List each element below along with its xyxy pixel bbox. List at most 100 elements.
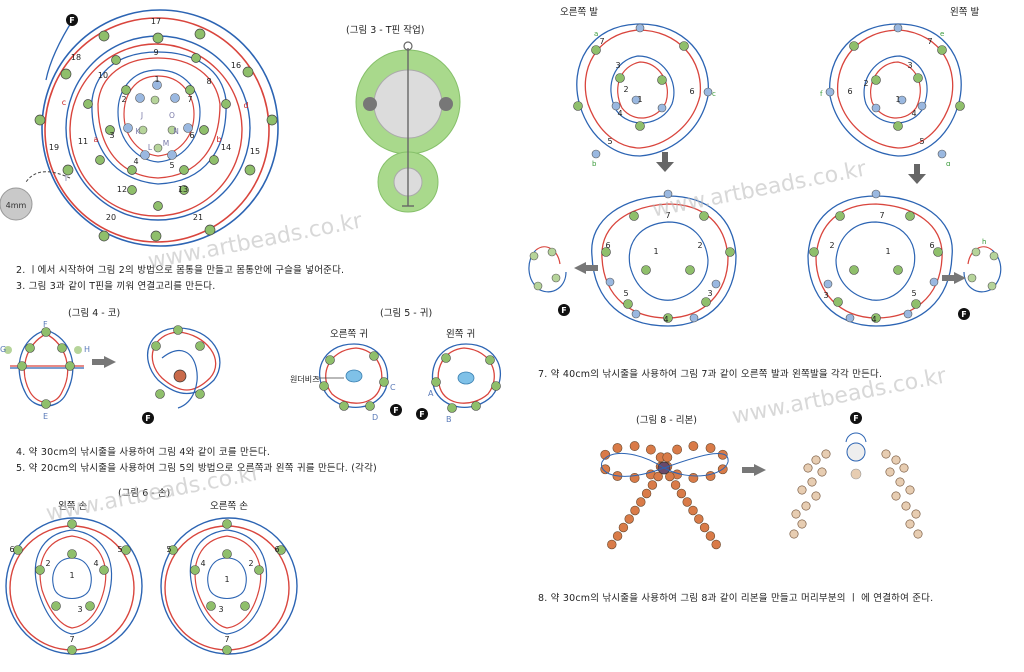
ribbon-bead bbox=[886, 468, 894, 476]
ribbon-bead bbox=[613, 532, 622, 541]
fig5-right-finish-label: F bbox=[393, 406, 398, 415]
fig2-letter: O bbox=[169, 111, 175, 120]
hand-num: 1 bbox=[69, 571, 74, 580]
foot-num: 3 bbox=[907, 61, 912, 70]
ribbon-bead bbox=[646, 445, 655, 454]
ribbon-bead bbox=[808, 478, 816, 486]
fig4-letter: F bbox=[43, 320, 48, 329]
ribbon-bead bbox=[613, 443, 622, 452]
fig2-num: 7 bbox=[187, 95, 192, 104]
fig2-num: 14 bbox=[221, 143, 231, 152]
fig2-num: 15 bbox=[250, 147, 260, 156]
ribbon-bead bbox=[706, 443, 715, 452]
ribbon-bead bbox=[607, 540, 616, 549]
ribbon-bead bbox=[812, 456, 820, 464]
ribbon-bead bbox=[706, 532, 715, 541]
foot-num: 4 bbox=[663, 315, 668, 324]
fig2-num: 9 bbox=[153, 48, 158, 57]
fig8-ribbon-diagram: F bbox=[590, 412, 940, 562]
fig6-caption: (그림 6 - 손) bbox=[118, 485, 170, 499]
foot-letter: h bbox=[982, 238, 986, 246]
step-8-text: 8. 약 30cm의 낚시줄을 사용하여 그림 8과 같이 리본을 만들고 머리… bbox=[538, 590, 933, 604]
foot-num: 7 bbox=[599, 37, 604, 46]
fig2-num: 18 bbox=[71, 53, 81, 62]
ribbon-bead bbox=[671, 481, 680, 490]
hand-num: 6 bbox=[9, 545, 14, 554]
ribbon-bead bbox=[792, 510, 800, 518]
ribbon-bead bbox=[642, 489, 651, 498]
hand-num: 4 bbox=[93, 559, 98, 568]
fig2-num: 10 bbox=[98, 71, 108, 80]
ribbon-bead bbox=[902, 502, 910, 510]
foot-num: 1 bbox=[653, 247, 658, 256]
fig5-letter: D bbox=[372, 413, 378, 422]
fig5-letter: A bbox=[428, 389, 434, 398]
foot-letter: c bbox=[712, 90, 716, 98]
hand-num: 2 bbox=[45, 559, 50, 568]
hand-num: 4 bbox=[200, 559, 205, 568]
ribbon-bead bbox=[663, 453, 672, 462]
fig3-caption: (그림 3 - T핀 작업) bbox=[346, 22, 424, 36]
fig5-letter: B bbox=[446, 415, 452, 424]
foot-num: 6 bbox=[929, 241, 934, 250]
foot-num: 4 bbox=[617, 109, 622, 118]
fig2-letter: b bbox=[216, 135, 221, 144]
foot-num: 2 bbox=[863, 79, 868, 88]
fig4-finish-label: F bbox=[145, 414, 150, 423]
foot-num: 3 bbox=[615, 61, 620, 70]
fig7-right-finish-label: F bbox=[561, 306, 566, 315]
foot-num: 5 bbox=[911, 289, 916, 298]
foot-num: 6 bbox=[847, 87, 852, 96]
fig2-num: 5 bbox=[169, 161, 174, 170]
fig7-down-arrows bbox=[650, 150, 950, 190]
ribbon-bead bbox=[630, 441, 639, 450]
hand-num: 5 bbox=[166, 545, 171, 554]
ribbon-bead bbox=[818, 468, 826, 476]
foot-num: 3 bbox=[823, 291, 828, 300]
foot-num: 1 bbox=[637, 95, 642, 104]
ribbon-bead bbox=[802, 502, 810, 510]
ribbon-bead bbox=[822, 450, 830, 458]
fig2-letter: L bbox=[148, 143, 153, 152]
step-2-text: 2. ㅣ에서 시작하여 그림 2의 방법으로 몸통을 만들고 몸통안에 구슬을 … bbox=[16, 262, 344, 276]
ribbon-bead bbox=[683, 498, 692, 507]
foot-num: 6 bbox=[689, 87, 694, 96]
ribbon-bead bbox=[914, 530, 922, 538]
foot-num: 2 bbox=[623, 85, 628, 94]
foot-num: 1 bbox=[885, 247, 890, 256]
foot-letter: e bbox=[940, 30, 944, 38]
ribbon-bead bbox=[694, 515, 703, 524]
fig5-letter: C bbox=[390, 383, 396, 392]
foot-num: 4 bbox=[871, 315, 876, 324]
ribbon-bead bbox=[700, 523, 709, 532]
ribbon-bead bbox=[798, 486, 806, 494]
hand-num: 5 bbox=[117, 545, 122, 554]
ribbon-bead bbox=[882, 450, 890, 458]
fig5-left-finish-label: F bbox=[419, 410, 424, 419]
ribbon-bead bbox=[677, 489, 686, 498]
hand-num: 3 bbox=[218, 605, 223, 614]
foot-num: 1 bbox=[895, 95, 900, 104]
wonder-beads-label: 원더비즈 bbox=[290, 374, 319, 385]
ribbon-bead bbox=[648, 481, 657, 490]
ribbon-bead bbox=[896, 478, 904, 486]
ribbon-bead bbox=[906, 520, 914, 528]
fig2-num: 16 bbox=[231, 61, 241, 70]
ribbon-bead bbox=[706, 471, 715, 480]
step-5-text: 5. 약 20cm의 낚시줄을 사용하여 그림 5의 방법으로 오른쪽과 왼쪽 … bbox=[16, 460, 377, 474]
fig2-num: 3 bbox=[109, 131, 114, 140]
ribbon-bead bbox=[689, 441, 698, 450]
foot-num: 4 bbox=[911, 109, 916, 118]
ribbon-beads bbox=[601, 441, 923, 548]
fig7-left-foot-bottom: 1 2 3 4 5 6 7 h F bbox=[796, 186, 1024, 336]
foot-num: 5 bbox=[607, 137, 612, 146]
foot-letter: a bbox=[594, 30, 598, 38]
foot-num: 2 bbox=[697, 241, 702, 250]
fig6-left-hand-diagram: 1 2 3 4 5 6 7 bbox=[0, 510, 150, 672]
fig7-left-finish-label: F bbox=[961, 310, 966, 319]
fig3-tpin-diagram bbox=[346, 40, 466, 220]
fig4-letter: G bbox=[0, 345, 6, 354]
fig2-num: 12 bbox=[117, 185, 127, 194]
foot-num: 3 bbox=[707, 289, 712, 298]
fig2-letter: N bbox=[173, 127, 179, 136]
